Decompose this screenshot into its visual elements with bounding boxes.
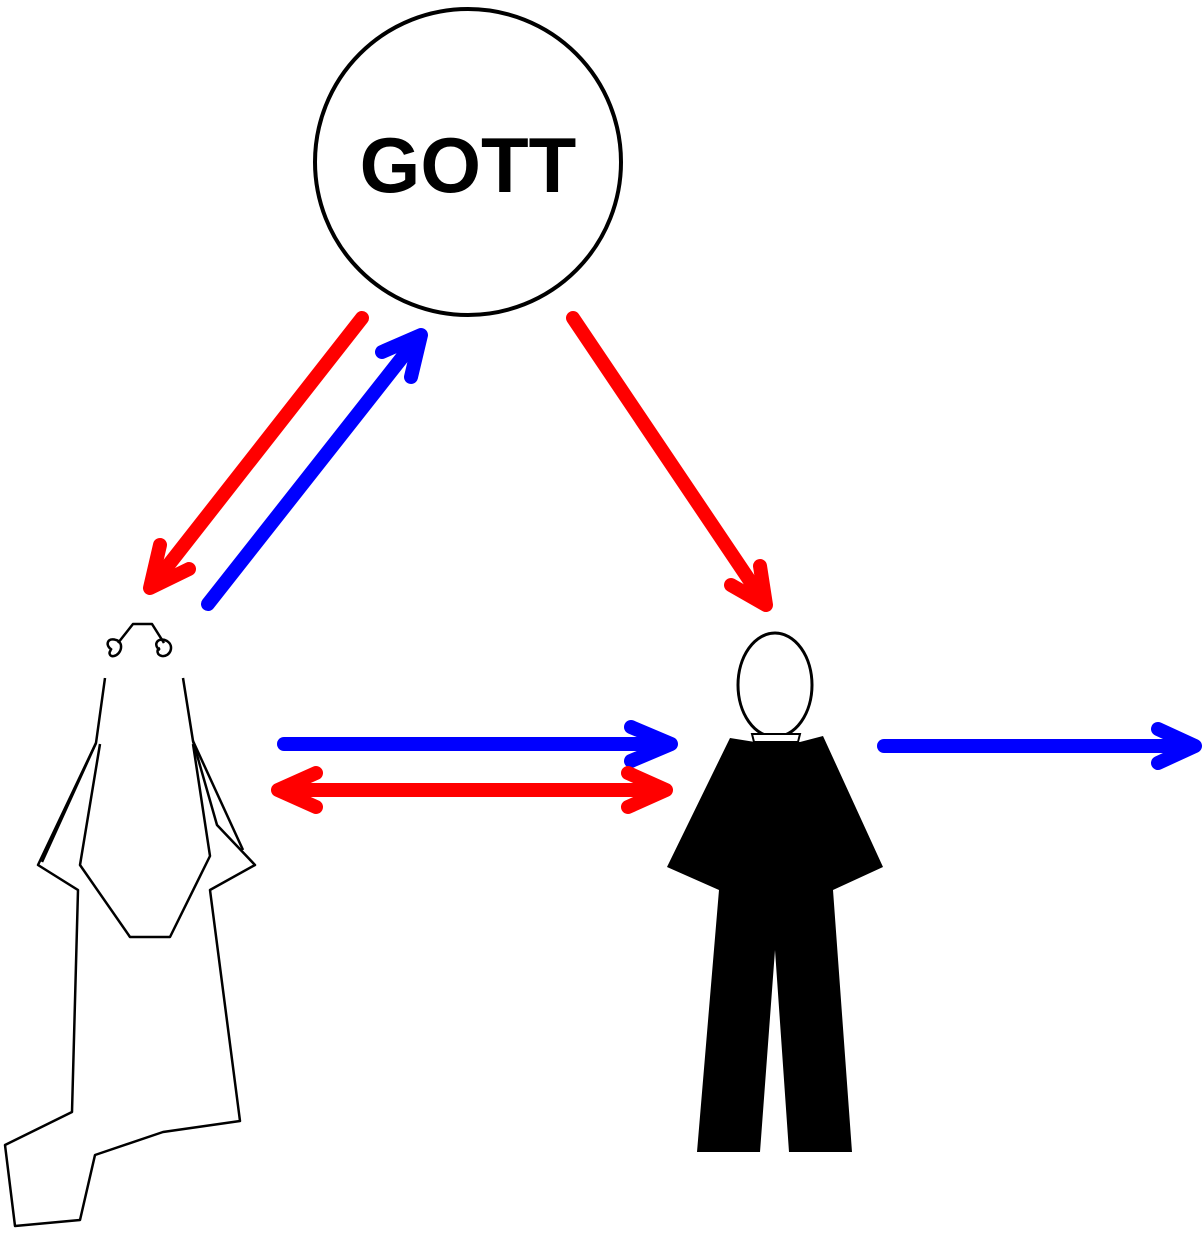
veiled-figure-veil	[78, 743, 212, 939]
veiled-figure-arm-left	[40, 742, 98, 863]
god-circle	[313, 7, 623, 317]
arrow-shaft	[201, 343, 415, 611]
arrow-god-to-veiled	[143, 311, 369, 595]
arrow-clergy-outward	[877, 722, 1202, 770]
veiled-figure-body	[3, 677, 257, 1228]
arrow-shaft	[566, 311, 763, 597]
god-node: GOTT	[313, 7, 623, 317]
veiled-figure-headpiece	[117, 622, 166, 644]
veiled-figure-ornament-left	[106, 638, 123, 658]
arrow-veiled-to-clergy	[277, 720, 678, 768]
arrow-head	[143, 538, 196, 595]
clergy-figure-body	[667, 736, 883, 1152]
arrow-god-to-clergy	[566, 311, 773, 612]
veiled-figure-arm-right	[191, 740, 245, 851]
arrow-head	[624, 720, 678, 768]
arrow-head	[375, 328, 428, 384]
arrow-veiled-clergy-both	[271, 766, 673, 814]
veiled-figure	[3, 622, 257, 1228]
clergy-figure-head	[736, 631, 814, 739]
arrow-veiled-to-god	[201, 328, 428, 611]
clergy-figure	[667, 631, 883, 1152]
veiled-figure-ornament-right	[155, 638, 173, 658]
arrow-head-right	[621, 766, 673, 814]
arrow-shaft	[156, 311, 369, 579]
clergy-figure-collar	[750, 733, 802, 743]
arrow-head	[724, 559, 773, 612]
arrow-head	[1151, 722, 1202, 770]
god-label: GOTT	[360, 121, 577, 209]
arrow-head-left	[271, 766, 323, 814]
